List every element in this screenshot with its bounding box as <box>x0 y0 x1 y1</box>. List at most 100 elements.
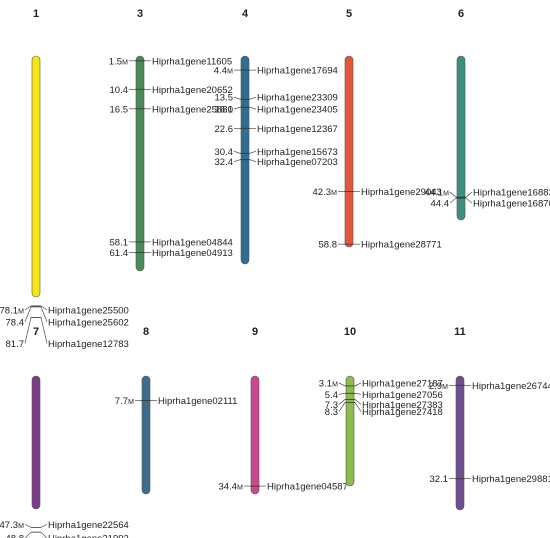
gene-name: Hiprha1gene02111 <box>158 396 237 407</box>
gene-name: Hiprha1gene07203 <box>257 157 338 168</box>
gene-name: Hiprha1gene12367 <box>257 124 338 135</box>
gene-position: 1.5 <box>109 56 122 67</box>
gene-leader-left <box>338 402 346 412</box>
gene-position: 81.7 <box>6 339 25 350</box>
gene-name: Hiprha1gene04913 <box>152 248 233 259</box>
chromosome-number: 9 <box>252 326 258 338</box>
gene-position: 7.3 <box>325 400 338 411</box>
gene-leader-right <box>40 306 48 322</box>
position-unit: M <box>443 191 449 198</box>
gene-leader-right <box>249 150 257 154</box>
position-unit: M <box>18 308 24 315</box>
gene-leader-left <box>233 96 241 100</box>
gene-leader-left <box>338 399 346 405</box>
gene-name: Hiprha1gene23405 <box>257 105 338 116</box>
gene-position: 44.1 <box>425 188 444 199</box>
gene-leader-right <box>249 96 257 100</box>
gene-name: Hiprha1gene27187 <box>362 378 443 389</box>
chromosome-bar <box>455 375 465 511</box>
position-unit: M <box>122 59 128 66</box>
gene-position: 61.4 <box>110 248 129 259</box>
gene-leader-left <box>338 392 346 395</box>
chromosome-number: 1 <box>33 8 39 20</box>
gene-position: 13.5 <box>215 93 234 104</box>
gene-name: Hiprha1gene11605 <box>152 56 232 67</box>
gene-name: Hiprha1gene16870 <box>473 199 550 210</box>
gene-name: Hiprha1gene23309 <box>257 93 338 104</box>
gene-name: Hiprha1gene27418 <box>362 407 443 418</box>
gene-leader-left <box>233 150 241 154</box>
gene-position: 34.4 <box>219 482 238 493</box>
chromosome-number: 6 <box>458 8 464 20</box>
position-unit: M <box>332 381 338 388</box>
position-unit: M <box>331 190 337 197</box>
chromosome-number: 3 <box>137 8 143 20</box>
gene-leader-left <box>233 159 241 162</box>
gene-name: Hiprha1gene25602 <box>48 317 129 328</box>
gene-position: 58.1 <box>110 237 129 248</box>
gene-position: 58.8 <box>319 240 338 251</box>
gene-leader-right <box>465 197 473 204</box>
gene-name: Hiprha1gene27383 <box>362 400 443 411</box>
gene-position: 44.4 <box>431 199 450 210</box>
chromosome-number: 4 <box>242 8 249 20</box>
gene-position: 7.7 <box>115 396 128 407</box>
gene-leader-right <box>354 402 362 412</box>
chromosome-bar <box>250 375 260 495</box>
gene-leader-left <box>24 524 32 528</box>
position-unit: M <box>442 384 448 391</box>
chromosome-bar <box>135 55 145 272</box>
chromosome-bar <box>141 375 151 495</box>
gene-position: 78.4 <box>6 317 25 328</box>
gene-name: Hiprha1gene21993 <box>48 534 129 538</box>
gene-leader-left <box>24 317 32 344</box>
gene-leader-left <box>24 531 32 538</box>
gene-name: Hiprha1gene16883 <box>473 188 550 199</box>
gene-position: 16.5 <box>110 104 129 115</box>
gene-leader-right <box>40 305 48 311</box>
gene-position: 78.1 <box>0 305 18 316</box>
gene-position: 8.3 <box>325 407 338 418</box>
gene-position: 22.6 <box>215 124 234 135</box>
gene-name: Hiprha1gene17694 <box>257 66 338 77</box>
gene-leader-right <box>354 392 362 395</box>
gene-leader-left <box>449 191 457 198</box>
gene-name: Hiprha1gene29043 <box>361 187 442 198</box>
gene-name: Hiprha1gene25500 <box>48 305 129 316</box>
gene-position: 3.1 <box>319 378 332 389</box>
gene-leader-left <box>24 305 32 311</box>
chromosome-bar <box>344 55 354 248</box>
chromosome-number: 10 <box>344 326 356 338</box>
gene-position: 30.4 <box>215 147 234 158</box>
chromosome-bar <box>345 375 355 487</box>
gene-position: 32.1 <box>430 474 449 485</box>
gene-leader-left <box>24 306 32 322</box>
gene-leader-right <box>249 159 257 162</box>
gene-name: Hiprha1gene12783 <box>48 339 129 350</box>
gene-name: Hiprha1gene29881 <box>472 474 550 485</box>
gene-name: Hiprha1gene28771 <box>361 240 442 251</box>
gene-leader-right <box>40 317 48 344</box>
gene-name: Hiprha1gene04587 <box>267 482 348 493</box>
gene-leader-right <box>354 382 362 387</box>
gene-name: Hiprha1gene04844 <box>152 237 233 248</box>
gene-position: 4.4 <box>214 66 227 77</box>
gene-leader-left <box>338 382 346 387</box>
chromosome-number: 11 <box>454 326 466 338</box>
gene-leader-right <box>40 524 48 528</box>
position-unit: M <box>237 485 243 492</box>
gene-leader-right <box>465 191 473 198</box>
gene-name: Hiprha1gene25881 <box>152 104 233 115</box>
gene-leader-left <box>233 106 241 110</box>
gene-name: Hiprha1gene26744 <box>472 381 550 392</box>
gene-position: 5.4 <box>325 390 338 401</box>
gene-name: Hiprha1gene20652 <box>152 85 233 96</box>
gene-leader-left <box>449 197 457 204</box>
gene-name: Hiprha1gene15673 <box>257 147 338 158</box>
gene-leader-right <box>40 531 48 538</box>
chromosome-number: 7 <box>33 326 39 338</box>
gene-position: 2.9 <box>429 381 442 392</box>
gene-leader-right <box>249 106 257 110</box>
chromosome-number: 8 <box>143 326 149 338</box>
